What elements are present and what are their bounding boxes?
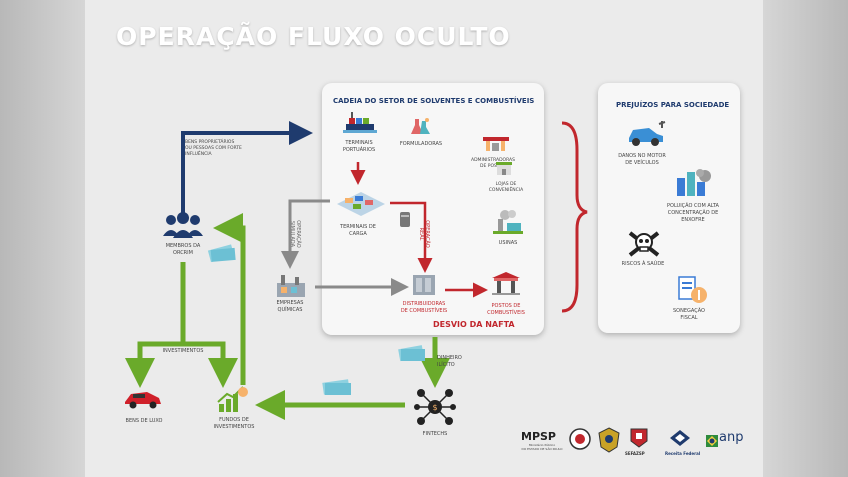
label-operacao-simulada: OPERAÇÃO SIMULADA [289, 220, 301, 248]
node-usinas: USINAS [498, 240, 518, 246]
tank-icon [399, 210, 411, 228]
money-icon-1 [207, 243, 237, 263]
label-operacao-real: OPERAÇÃO REAL [418, 220, 430, 248]
impact-riscos-saude: RISCOS À SAÚDE [621, 261, 665, 267]
navy-arrow [181, 121, 313, 213]
left-blur-border [0, 0, 85, 477]
chemical-plant-icon [275, 273, 307, 299]
fintech-network-icon: $ [413, 385, 457, 429]
gas-admin-icon [481, 133, 511, 153]
node-formuladoras: FORMULADORAS [399, 141, 443, 147]
node-fundos-investimentos: FUNDOS DE INVESTIMENTOS [213, 417, 255, 430]
page-title: OPERAÇÃO FLUXO OCULTO [116, 22, 511, 51]
receita-federal-icon [668, 428, 692, 450]
node-fintechs: FINTECHS [422, 431, 448, 437]
green-arrow-4 [125, 262, 186, 388]
distributor-icon [410, 272, 438, 298]
green-arrow-3 [213, 213, 246, 385]
impact-panel-title: PREJUÍZOS PARA SOCIEDADE [616, 101, 730, 109]
money-icon-3 [321, 376, 353, 398]
sefaz-logo-text: SEFAZSP [625, 451, 645, 456]
label-investimentos: INVESTIMENTOS [162, 348, 204, 354]
mpsp-logo-subtitle: Ministério Público DO ESTADO DE SÃO PAUL… [521, 443, 563, 451]
node-terminais-carga: TERMINAIS DE CARGA [340, 224, 376, 237]
skull-icon [627, 230, 661, 258]
gray-arrow-1 [281, 199, 330, 269]
gas-station-icon [490, 270, 522, 296]
cargo-terminal-icon [333, 184, 389, 220]
label-bens-proprietarios: BENS PROPRIETÁRIOS OU PESSOAS COM FORTE … [185, 140, 242, 157]
money-icon-2 [397, 342, 427, 364]
label-dinheiro-ilicito: DINHEIRO ILÍCITO [437, 355, 462, 368]
svg-text:$: $ [432, 403, 437, 412]
chain-panel-title: CADEIA DO SETOR DE SOLVENTES E COMBUSTÍV… [333, 97, 535, 105]
green-arrow-5 [183, 341, 238, 388]
investment-fund-icon [215, 384, 249, 414]
group-people-icon [161, 212, 205, 238]
impact-poluicao: POLUIÇÃO COM ALTA CONCENTRAÇÃO DE ENXOFR… [667, 203, 719, 223]
damaged-car-icon [625, 120, 667, 148]
tax-evasion-icon [675, 275, 709, 305]
node-bens-luxo: BENS DE LUXO [125, 418, 163, 424]
node-terminais-portuarios: TERMINAIS PORTUÁRIOS [342, 140, 376, 153]
flask-icon [410, 116, 432, 138]
red-arrow-2 [390, 201, 433, 273]
node-administradoras: ADMINISTRADORAS DE POSTOS [471, 158, 515, 169]
node-lojas: LOJAS DE CONVENIÊNCIA [488, 182, 524, 193]
node-membros-orcrim: MEMBROS DA ORCRIM [165, 243, 201, 256]
infographic: OPERAÇÃO FLUXO OCULTO CADEIA DO SETOR DE… [85, 0, 763, 477]
sports-car-icon [123, 388, 163, 410]
receita-logo-text: Receita Federal [665, 451, 701, 456]
impact-danos-motor: DANOS NO MOTOR DE VEÍCULOS [618, 153, 666, 166]
mpsp-logo-text: MPSP [521, 430, 556, 443]
store-icon [495, 160, 513, 176]
node-distribuidoras: DISTRIBUIDORAS DE COMBUSTÍVEIS [400, 301, 448, 314]
sefaz-crest-icon [627, 427, 651, 449]
mpsp-logo: MPSP [521, 430, 556, 443]
node-empresas-quimicas: EMPRESAS QUÍMICAS [276, 300, 304, 313]
pollution-icon [675, 168, 713, 198]
impact-panel [598, 83, 740, 333]
flow-arrows [125, 121, 588, 420]
police-badge-icon-1 [569, 428, 591, 450]
anp-flag-icon [706, 432, 718, 447]
power-plant-icon [493, 209, 523, 235]
node-postos: POSTOS DE COMBUSTÍVEIS [487, 303, 525, 316]
desvio-da-nafta: DESVIO DA NAFTA [433, 320, 515, 329]
impact-sonegacao: SONEGAÇÃO FISCAL [673, 308, 705, 321]
red-brace [561, 121, 588, 313]
port-terminal-icon [343, 110, 377, 136]
police-badge-icon-2 [598, 427, 620, 453]
anp-logo-text: anp [719, 430, 744, 445]
right-blur-border [763, 0, 848, 477]
